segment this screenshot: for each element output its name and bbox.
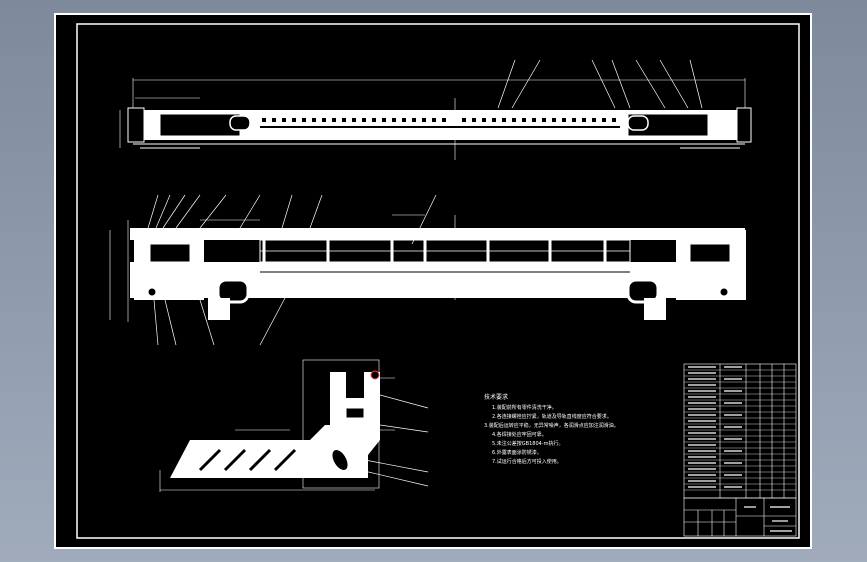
note-line: 4.各焊接处应牢固可靠。	[492, 431, 547, 438]
technical-notes: 技术要求 1.装配前所有零件清洗干净。 2.各连接螺栓应拧紧，轨道及导轨直线度应…	[484, 393, 619, 465]
note-line: 3.装配后运转应平稳，无异常噪声，各润滑点应加注润滑油。	[484, 422, 619, 429]
title-block	[683, 497, 797, 537]
note-line: 5.未注公差按GB1804-m执行。	[492, 440, 563, 447]
front-view	[109, 194, 746, 346]
note-line: 2.各连接螺栓应拧紧，轨道及导轨直线度应符合要求。	[492, 413, 612, 420]
note-line: 1.装配前所有零件清洗干净。	[492, 404, 557, 411]
note-line: 7.试运行合格后方可投入使用。	[492, 458, 562, 465]
top-view	[119, 59, 752, 160]
section-view	[159, 359, 429, 492]
inner-border	[76, 23, 800, 539]
notes-heading: 技术要求	[484, 393, 508, 401]
note-line: 6.外露表面涂防锈漆。	[492, 449, 542, 456]
parts-list	[683, 363, 797, 499]
